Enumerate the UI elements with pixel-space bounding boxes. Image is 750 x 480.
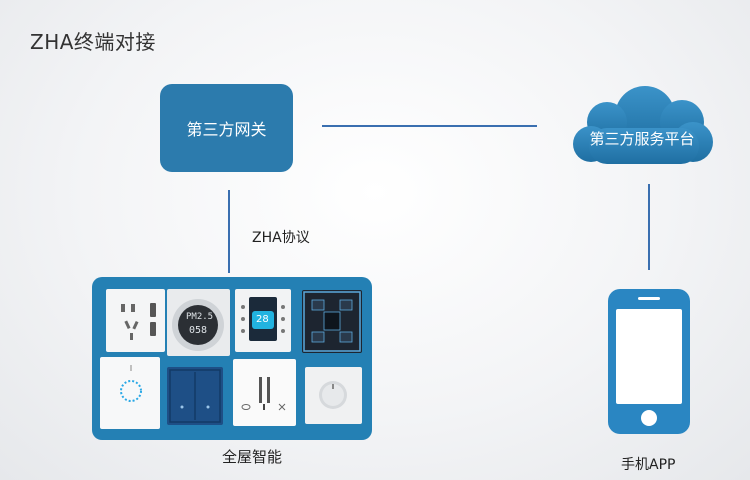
cloud-label: 第三方服务平台 <box>589 130 695 148</box>
double-switch <box>167 367 223 425</box>
knob-switch <box>305 367 362 424</box>
phone-icon <box>608 289 690 434</box>
protocol-label: ZHA协议 <box>252 230 310 246</box>
double-switch-icon <box>169 369 221 423</box>
gateway-cloud-connector <box>322 125 537 127</box>
thermostat-panel: 28 <box>235 289 291 352</box>
phone-label: 手机APP <box>621 457 676 473</box>
dimmer-icon <box>120 365 142 402</box>
gateway-label: 第三方网关 <box>186 120 267 139</box>
scene-panel <box>302 290 362 353</box>
cloud-phone-connector <box>648 184 650 270</box>
sensor-display-line1: PM2.5 <box>186 312 214 322</box>
cloud-icon <box>573 86 713 164</box>
socket-icon <box>121 303 156 340</box>
air-quality-sensor: PM2.5 058 <box>167 289 230 356</box>
scene-panel-icon <box>303 291 361 352</box>
sensor-display-line2: 058 <box>189 325 208 336</box>
gateway-node: 第三方网关 <box>160 84 293 172</box>
devices-panel: PM2.5 058 28 <box>92 277 372 440</box>
devices-label: 全屋智能 <box>222 448 283 466</box>
wall-socket-device <box>106 289 165 352</box>
air-sensor-icon <box>172 299 224 351</box>
triple-switch-icon <box>241 377 286 411</box>
thermostat-display: 28 <box>256 314 269 325</box>
gateway-devices-connector <box>228 190 230 273</box>
knob-icon <box>319 381 347 409</box>
thermostat-icon <box>241 297 285 341</box>
slide-title: ZHA终端对接 <box>30 30 156 54</box>
triple-switch <box>233 359 296 426</box>
dimmer-switch <box>100 357 160 429</box>
